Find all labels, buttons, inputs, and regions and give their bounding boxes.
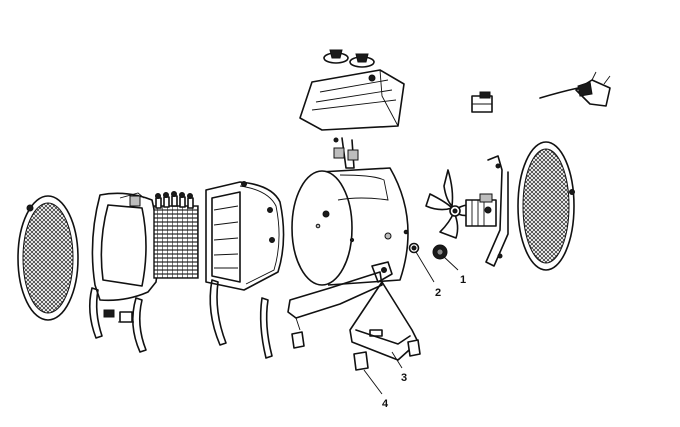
callout-3: 3 (401, 372, 407, 384)
callout-4: 4 (382, 398, 389, 410)
callout-1: 1 (460, 274, 466, 286)
capacitor (432, 244, 448, 260)
rear-housing-plate (205, 181, 285, 291)
callout-leaders (363, 251, 459, 395)
middle-side-strip (209, 279, 273, 359)
top-control-box (299, 49, 405, 169)
callout-2: 2 (435, 287, 441, 299)
stand-frame (287, 261, 419, 361)
cylinder-body (291, 167, 420, 286)
control-knob (471, 91, 493, 113)
heating-element (153, 191, 199, 279)
front-frame-ring (91, 192, 160, 302)
front-grille (17, 195, 79, 321)
left-side-strip (88, 287, 147, 353)
power-plug-cord (539, 71, 611, 107)
rubber-feet (291, 331, 421, 371)
rear-grille (517, 141, 575, 271)
motor-bracket (485, 155, 509, 267)
motor (465, 193, 497, 227)
fan-blade (425, 169, 479, 239)
